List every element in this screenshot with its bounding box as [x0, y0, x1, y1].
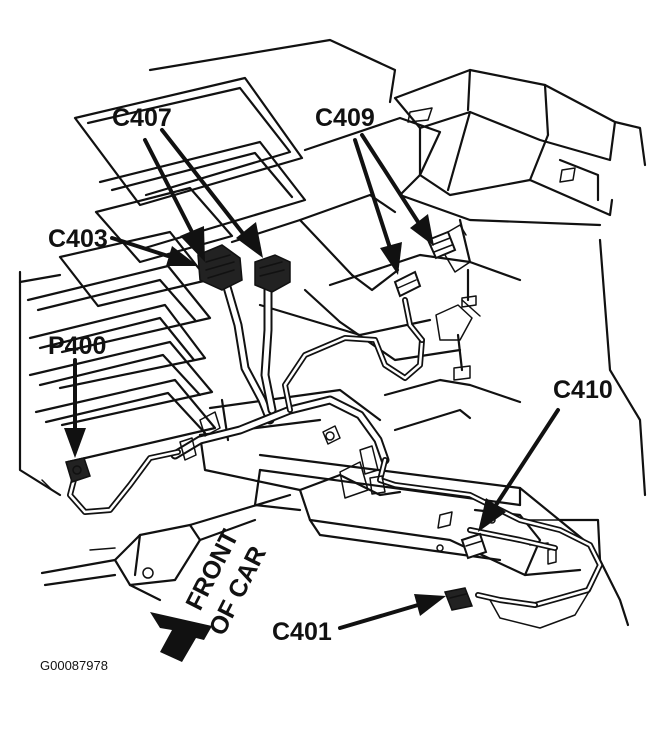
label-c401: C401: [272, 618, 332, 646]
callout-arrows: [64, 128, 560, 662]
connector-c403: [197, 244, 243, 291]
wiring-harness: [67, 254, 603, 629]
label-c403: C403: [48, 225, 108, 253]
label-p400: P400: [48, 332, 106, 360]
label-c409: C409: [315, 104, 375, 132]
frame-rail: [40, 268, 592, 602]
connector-c409-lower: [393, 270, 422, 298]
figure-id: G00087978: [40, 658, 108, 673]
connector-p400: [65, 457, 91, 483]
floor-pan: [18, 38, 647, 627]
front-of-car-arrow: [150, 612, 212, 662]
connector-c410: [460, 532, 488, 560]
connector-c401: [443, 587, 474, 611]
label-c407: C407: [112, 104, 172, 132]
connector-c409-upper: [426, 224, 467, 260]
label-c410: C410: [553, 376, 613, 404]
connector-c407: [254, 254, 291, 293]
